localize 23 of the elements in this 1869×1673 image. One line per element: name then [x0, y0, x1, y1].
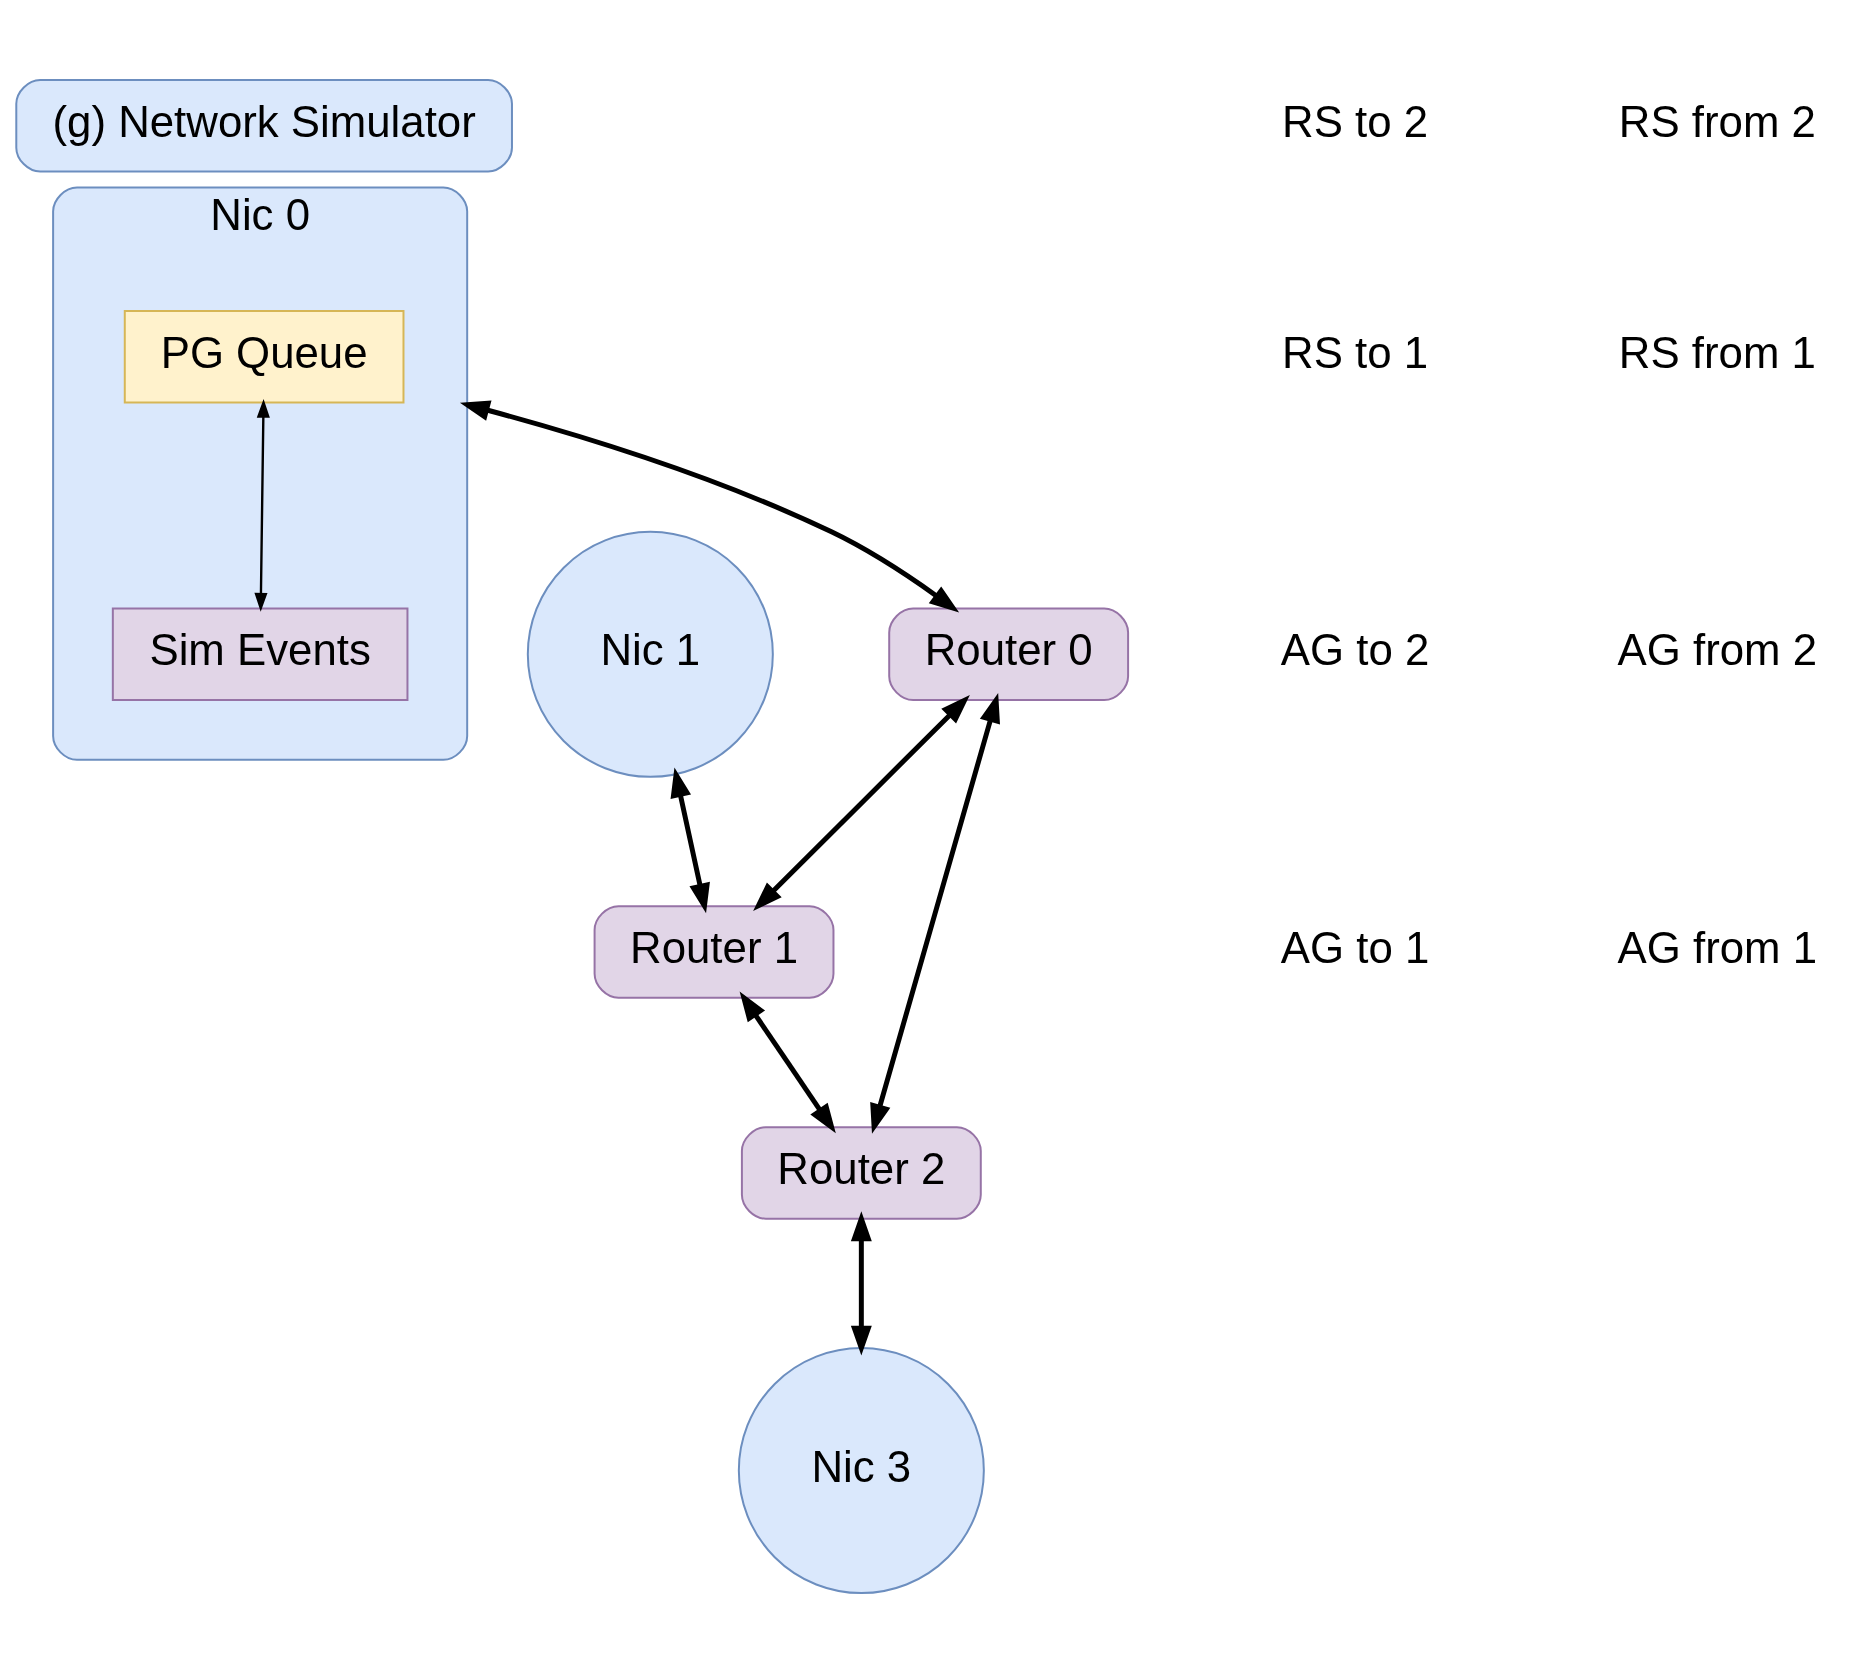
arrow — [870, 692, 1000, 1134]
node-box: Router 2 — [740, 1126, 982, 1220]
arrow — [670, 767, 710, 914]
label: RS to 1 — [1282, 327, 1429, 377]
label: AG from 2 — [1617, 625, 1818, 675]
node-box: (g) Network Simulator — [15, 78, 513, 173]
label: RS from 2 — [1618, 96, 1816, 146]
arrow — [254, 399, 270, 612]
label: AG from 1 — [1617, 923, 1818, 973]
arrow — [850, 1211, 872, 1356]
label: AG to 1 — [1280, 923, 1430, 973]
label: RS to 2 — [1282, 96, 1429, 146]
node-circle: Nic 1 — [526, 530, 774, 778]
node-circle: Nic 3 — [737, 1347, 985, 1595]
node-box: Router 0 — [888, 607, 1130, 702]
arrow — [459, 400, 960, 613]
label: RS from 1 — [1618, 327, 1816, 377]
node-box: Router 1 — [593, 905, 835, 999]
arrow — [739, 991, 836, 1134]
node-box: Sim Events — [111, 607, 409, 702]
arrow — [753, 694, 970, 912]
node-box: PG Queue — [123, 309, 405, 404]
label: AG to 2 — [1280, 625, 1430, 675]
